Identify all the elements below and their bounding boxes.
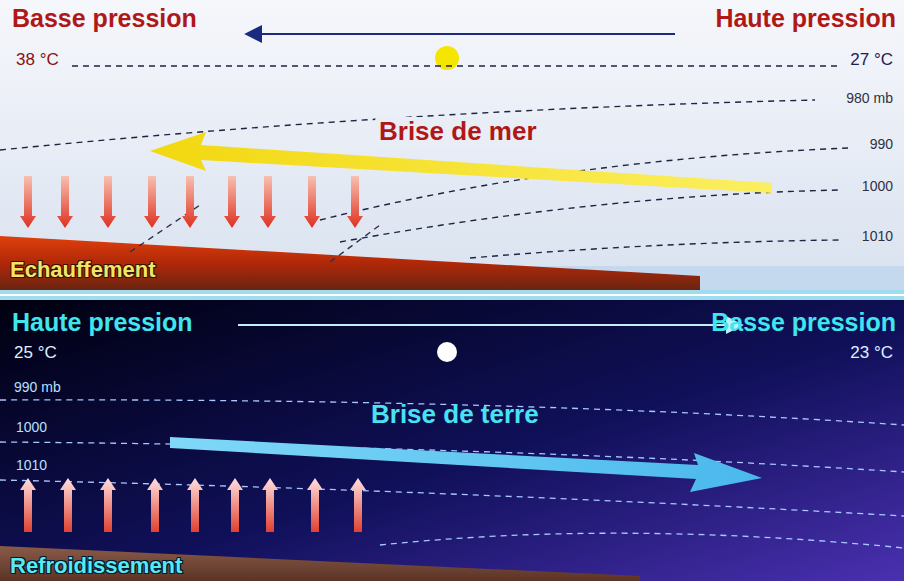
pressure-label: Haute pression bbox=[715, 4, 896, 33]
pressure-arrow bbox=[238, 324, 742, 326]
heating-arrows bbox=[20, 176, 363, 228]
cooling-arrow bbox=[60, 478, 76, 532]
cooling-arrow bbox=[20, 478, 36, 532]
process-label: Echauffement bbox=[10, 257, 155, 282]
separator-line bbox=[0, 294, 904, 296]
heating-arrow bbox=[57, 176, 73, 228]
isobars bbox=[0, 400, 904, 548]
temperature-label: 23 °C bbox=[850, 343, 893, 363]
cooling-arrow bbox=[227, 478, 243, 532]
heating-arrow bbox=[144, 176, 160, 228]
heating-arrow bbox=[304, 176, 320, 228]
separator bbox=[0, 290, 904, 300]
isobar-label: 980 mb bbox=[846, 90, 893, 106]
isobar-label: 990 bbox=[870, 136, 893, 152]
day-sky bbox=[0, 0, 904, 290]
cooling-arrow bbox=[350, 478, 366, 532]
moon bbox=[437, 342, 457, 362]
cooling-arrow bbox=[100, 478, 116, 532]
night-ground bbox=[0, 546, 640, 581]
isobar-label: 1010 bbox=[862, 228, 893, 244]
cooling-arrow bbox=[262, 478, 278, 532]
pressure-label: Haute pression bbox=[12, 308, 193, 337]
heating-arrow bbox=[347, 176, 363, 228]
isobar-label: 990 mb bbox=[14, 379, 61, 395]
isobar-label: 1010 bbox=[16, 457, 47, 473]
process-label: Refroidissement bbox=[10, 553, 182, 578]
isobars bbox=[0, 66, 848, 262]
land-breeze-arrow bbox=[170, 437, 762, 492]
night-sky bbox=[0, 300, 904, 581]
temperature-label: 25 °C bbox=[14, 343, 57, 363]
isobar-label: 1000 bbox=[16, 419, 47, 435]
temperature-label: 27 °C bbox=[850, 50, 893, 70]
cooling-arrow bbox=[187, 478, 203, 532]
isobar-label: 1000 bbox=[862, 178, 893, 194]
cooling-arrow bbox=[307, 478, 323, 532]
pressure-label: Basse pression bbox=[12, 4, 197, 33]
breeze-title: Brise de mer bbox=[375, 117, 541, 147]
cooling-arrow bbox=[147, 478, 163, 532]
pressure-label: Basse pression bbox=[711, 308, 896, 337]
heating-arrow bbox=[100, 176, 116, 228]
day-ground bbox=[0, 236, 700, 290]
temperature-label: 38 °C bbox=[16, 50, 59, 70]
breeze-title: Brise de terre bbox=[371, 400, 539, 430]
heating-arrow bbox=[20, 176, 36, 228]
heating-arrow bbox=[224, 176, 240, 228]
heating-arrow bbox=[182, 176, 198, 228]
heating-arrow bbox=[260, 176, 276, 228]
cooling-arrows bbox=[20, 478, 366, 532]
pressure-arrow bbox=[246, 33, 675, 35]
